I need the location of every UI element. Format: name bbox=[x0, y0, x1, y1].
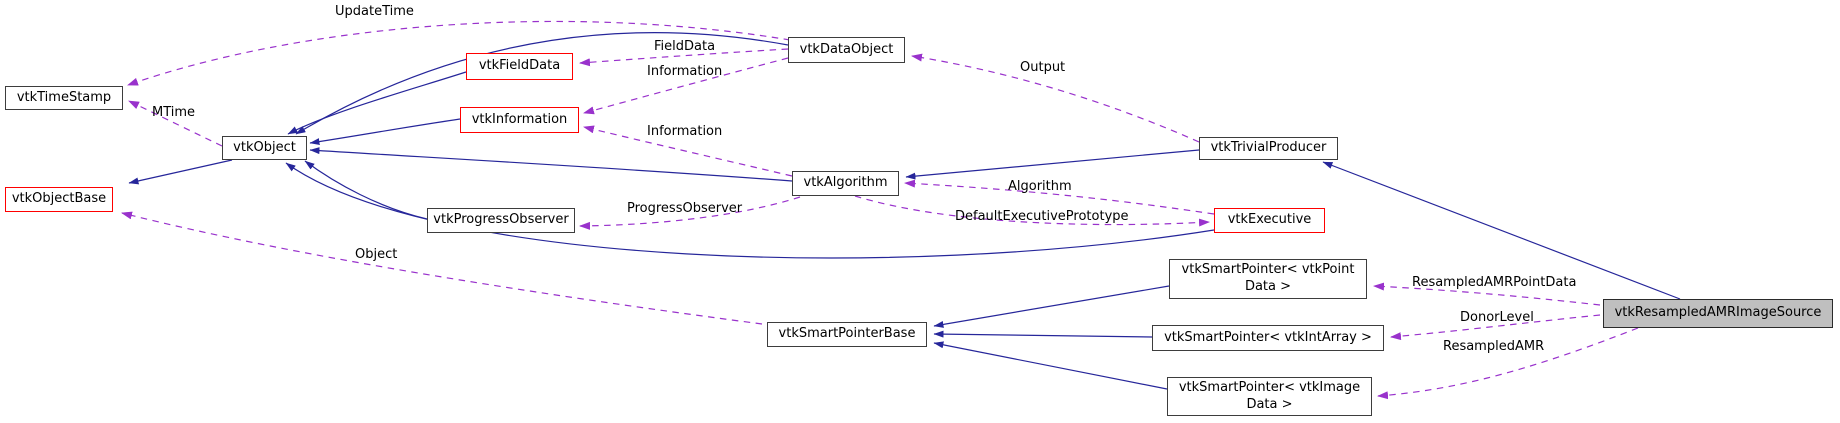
edge-label-fielddata: FieldData bbox=[654, 39, 716, 54]
node-vtkObject[interactable]: vtkObject bbox=[222, 136, 307, 160]
node-vtkResampledAMRImageSource: vtkResampledAMRImageSource bbox=[1603, 299, 1833, 328]
edge-vtkAlgorithm-to-vtkObject bbox=[309, 147, 793, 182]
edge-label-resampledamr: ResampledAMR bbox=[1443, 339, 1545, 354]
edge-vtkSmartPointerIntArray-to-vtkSmartPointerBase bbox=[933, 330, 1153, 338]
edge-vtkSmartPointerPointData-to-vtkSmartPointerBase bbox=[933, 285, 1170, 328]
edge-label-defaultexecutiveprototype: DefaultExecutivePrototype bbox=[955, 209, 1129, 224]
edge-vtkFieldData-to-vtkObject bbox=[287, 71, 467, 135]
node-vtkAlgorithm[interactable]: vtkAlgorithm bbox=[792, 171, 899, 196]
node-vtkSmartPointer-vtkPointData[interactable]: vtkSmartPointer< vtkPoint Data > bbox=[1169, 259, 1367, 299]
node-vtkExecutive[interactable]: vtkExecutive bbox=[1214, 208, 1325, 233]
edge-label-resampledamrpointdata: ResampledAMRPointData bbox=[1412, 275, 1577, 290]
edge-Algorithm bbox=[904, 179, 1215, 215]
edge-vtkResampledAMRImageSource-to-vtkTrivialProducer bbox=[1322, 161, 1681, 300]
edge-vtkTrivialProducer-to-vtkAlgorithm bbox=[905, 149, 1200, 180]
edge-label-object: Object bbox=[355, 247, 398, 262]
edge-ResampledAMRPointData bbox=[1373, 282, 1601, 306]
node-vtkProgressObserver[interactable]: vtkProgressObserver bbox=[427, 208, 575, 233]
edge-DonorLevel bbox=[1390, 314, 1601, 341]
edge-vtkExecutive-to-vtkObject bbox=[285, 162, 1215, 259]
edge-Object bbox=[121, 211, 763, 325]
node-vtkFieldData[interactable]: vtkFieldData bbox=[466, 53, 573, 80]
edge-ResampledAMR bbox=[1377, 327, 1639, 400]
edge-label-information-1: Information bbox=[647, 64, 723, 79]
edge-Output bbox=[911, 53, 1200, 143]
edge-FieldData bbox=[579, 48, 789, 67]
edge-label-information-2: Information bbox=[647, 124, 723, 139]
edge-Information-dataobject bbox=[583, 57, 789, 115]
edge-label-mtime: MTime bbox=[152, 105, 196, 120]
edge-label-progressobserver: ProgressObserver bbox=[627, 201, 743, 216]
edge-vtkObject-to-vtkObjectBase bbox=[128, 159, 233, 185]
node-vtkSmartPointerBase[interactable]: vtkSmartPointerBase bbox=[767, 322, 927, 347]
edge-vtkProgressObserver-to-vtkObject bbox=[304, 160, 428, 220]
node-vtkDataObject[interactable]: vtkDataObject bbox=[788, 37, 905, 63]
node-vtkInformation[interactable]: vtkInformation bbox=[460, 107, 579, 133]
edge-MTime bbox=[128, 100, 223, 147]
edge-UpdateTime bbox=[127, 20, 791, 86]
edge-DefaultExecutivePrototype bbox=[854, 195, 1210, 227]
edge-label-donorlevel: DonorLevel bbox=[1460, 310, 1534, 325]
edge-vtkInformation-to-vtkObject bbox=[309, 118, 461, 146]
node-vtkObjectBase[interactable]: vtkObjectBase bbox=[5, 187, 113, 212]
edge-Information-algorithm bbox=[583, 125, 793, 177]
edge-ProgressObserver bbox=[579, 196, 801, 230]
edge-vtkSmartPointerImageData-to-vtkSmartPointerBase bbox=[933, 341, 1168, 390]
edge-label-algorithm: Algorithm bbox=[1008, 179, 1072, 194]
edge-vtkDataObject-to-vtkObject bbox=[295, 32, 789, 135]
node-vtkSmartPointer-vtkImageData[interactable]: vtkSmartPointer< vtkImage Data > bbox=[1167, 377, 1372, 416]
node-vtkTrivialProducer[interactable]: vtkTrivialProducer bbox=[1199, 137, 1338, 160]
node-vtkSmartPointer-vtkIntArray[interactable]: vtkSmartPointer< vtkIntArray > bbox=[1152, 325, 1384, 351]
node-vtkTimeStamp[interactable]: vtkTimeStamp bbox=[5, 86, 123, 110]
edge-label-output: Output bbox=[1020, 60, 1066, 75]
edge-label-updatetime: UpdateTime bbox=[335, 4, 414, 19]
